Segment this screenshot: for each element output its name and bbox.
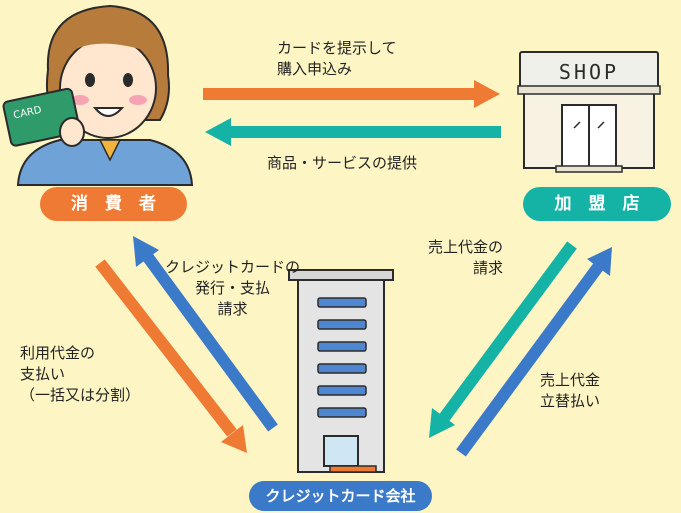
arrow-provide-goods — [205, 118, 501, 146]
label-issue-card: クレジットカードの 発行・支払 請求 — [165, 258, 301, 318]
shop-badge: 加 盟 店 — [523, 187, 671, 221]
consumer-illustration: CARD — [2, 4, 194, 186]
card-company-badge: クレジットカード会社 — [249, 481, 432, 511]
label-provide-goods: 商品・サービスの提供 — [267, 154, 418, 172]
shop-sign-text: SHOP — [559, 60, 619, 84]
label-bill-sales: 売上代金の 請求 — [428, 238, 504, 277]
arrow-present-card — [203, 80, 500, 108]
arrow-bill-sales — [429, 241, 577, 438]
label-pay-usage: 利用代金の 支払い （一括又は分割） — [20, 344, 141, 404]
shop-illustration: SHOP — [517, 51, 661, 173]
arrow-advance-sales — [456, 247, 612, 457]
arrow-pay-usage — [95, 259, 247, 453]
label-present-card: カードを提示して 購入申込み — [277, 39, 397, 78]
consumer-badge: 消 費 者 — [40, 187, 187, 221]
label-advance-sales: 売上代金 立替払い — [540, 371, 601, 410]
arrow-issue-card — [133, 236, 278, 432]
building-illustration — [288, 269, 394, 473]
